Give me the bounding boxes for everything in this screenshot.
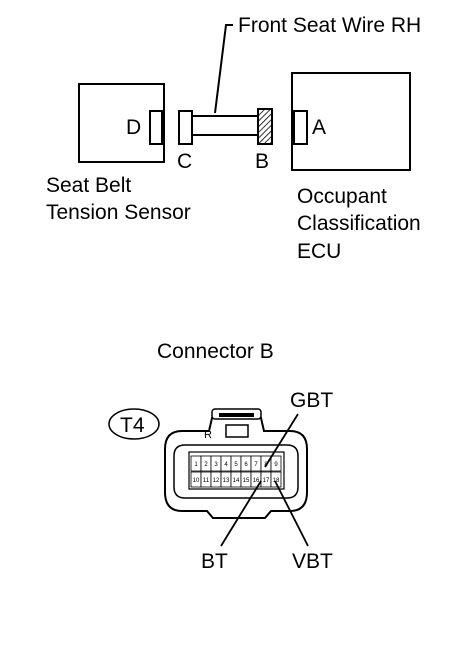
pin-number: 2 (204, 462, 208, 468)
pin-number: 3 (214, 462, 218, 468)
connector-d-label: D (126, 116, 141, 139)
harness-connector-b (257, 108, 273, 145)
pin-number: 1 (194, 462, 198, 468)
ecu-name-line3: ECU (297, 240, 341, 263)
pin-number: 13 (223, 478, 230, 484)
pin-number: 4 (224, 462, 228, 468)
harness-wire (191, 115, 259, 136)
pin-number: 7 (254, 462, 258, 468)
pin-number: 5 (234, 462, 238, 468)
connector-inner-shell (173, 444, 299, 499)
gbt-label: GBT (290, 389, 333, 412)
connector-code: T4 (120, 414, 145, 437)
pin-number: 10 (193, 478, 200, 484)
pin-number: 14 (233, 478, 240, 484)
pin-number: 15 (243, 478, 250, 484)
wire-label: Front Seat Wire RH (238, 14, 421, 37)
connector-code-badge (108, 408, 160, 440)
connector-view-title: Connector B (157, 340, 274, 363)
pin-number: 12 (213, 478, 220, 484)
pin-cavity (270, 471, 282, 488)
gbt-leader (264, 413, 299, 468)
sensor-name-line2: Tension Sensor (46, 201, 191, 224)
connector-pins: 123456789101112131415161718 (190, 455, 282, 488)
harness-connector-c (178, 110, 193, 145)
vbt-label: VBT (292, 550, 333, 573)
pin-number: 6 (244, 462, 248, 468)
connector-a-label: A (312, 116, 326, 139)
connector-lock-bar (219, 413, 254, 417)
connector-lock-window (225, 424, 249, 438)
ecu-box (291, 72, 411, 171)
ecu-connector-a (293, 110, 308, 145)
pin-number: 11 (203, 478, 210, 484)
connector-b-label: B (255, 150, 269, 173)
sensor-name-line1: Seat Belt (46, 174, 131, 197)
sensor-box (78, 83, 165, 163)
bt-leader (220, 480, 262, 547)
vbt-leader (274, 480, 309, 547)
ecu-name-line2: Classification (297, 212, 421, 235)
ecu-name-line1: Occupant (297, 185, 387, 208)
pin-number: 17 (263, 478, 270, 484)
bt-label: BT (201, 550, 228, 573)
wire-leader (214, 24, 233, 114)
pin-number: 18 (273, 478, 280, 484)
pin-frame (188, 451, 285, 490)
pin-number: 16 (253, 478, 260, 484)
connector-c-label: C (177, 150, 192, 173)
lock-letter: R (204, 429, 212, 441)
sensor-connector-d (149, 110, 163, 145)
pin-number: 9 (274, 462, 278, 468)
pin-cavity (270, 455, 282, 472)
